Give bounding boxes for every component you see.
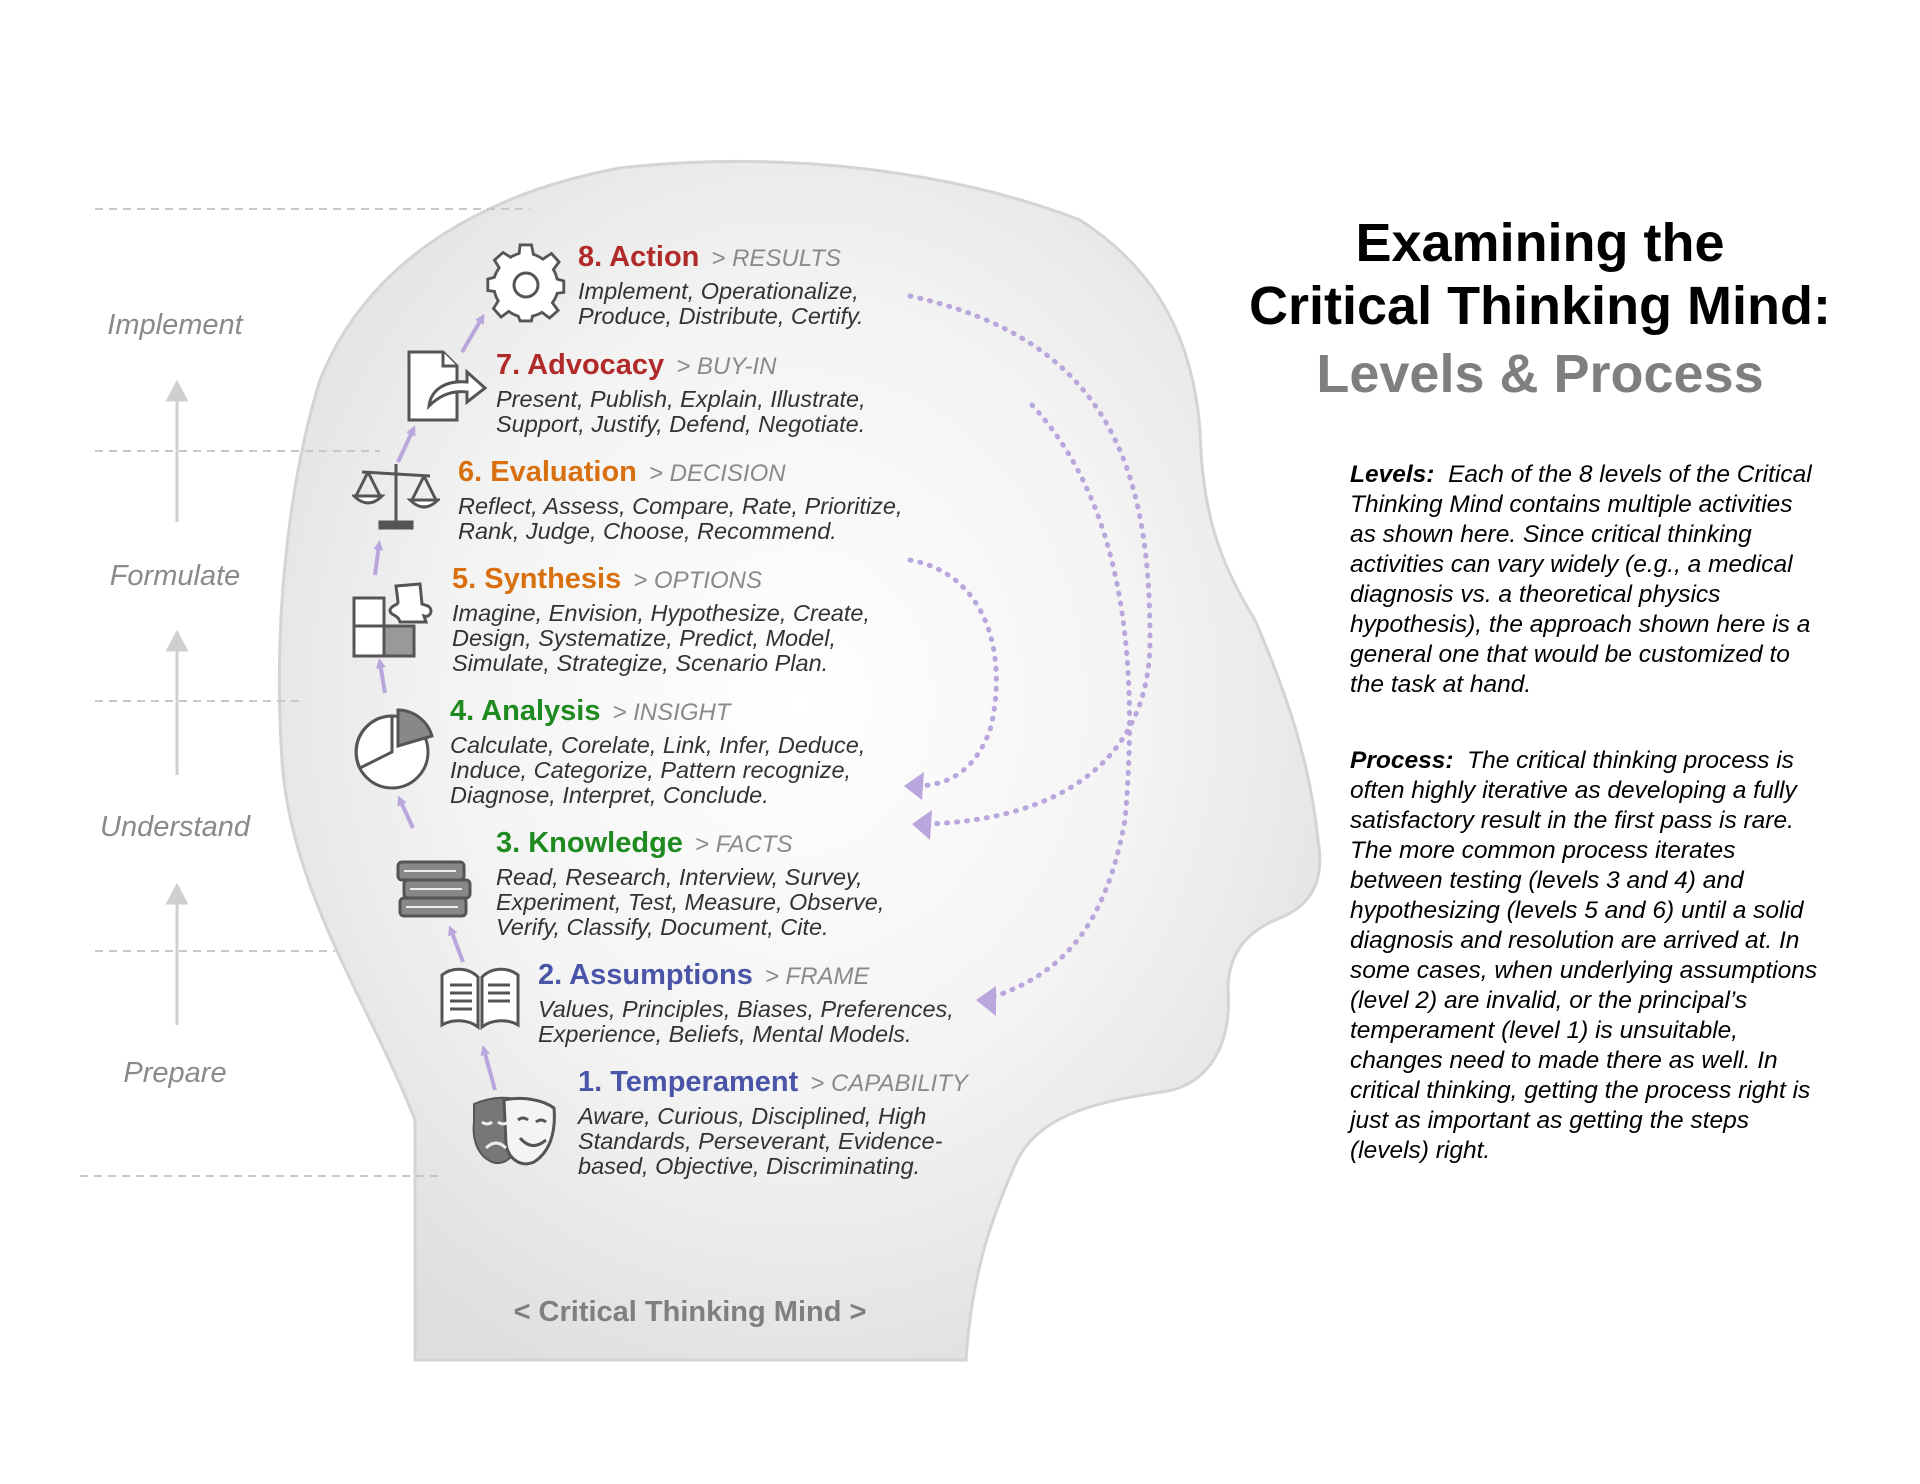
level-3-knowledge: 3. Knowledge > FACTS Read, Research, Inte… <box>496 826 884 940</box>
process-label: Process: <box>1350 747 1454 774</box>
level-2-assumptions: 2. Assumptions > FRAME Values, Principles… <box>538 958 954 1047</box>
book-stack-icon <box>396 860 472 918</box>
level-title: 7. Advocacy <box>496 349 665 381</box>
gear-icon <box>486 243 566 323</box>
head-silhouette <box>277 160 1322 1362</box>
level-4-analysis: 4. Analysis > INSIGHT Calculate, Corelate… <box>450 694 865 808</box>
levels-description: Levels: Each of the 8 levels of the Crit… <box>1350 460 1820 700</box>
phase-label-understand: Understand <box>100 811 250 843</box>
page-title: Examining the Critical Thinking Mind: <box>1200 212 1880 338</box>
level-activities: Calculate, Corelate, Link, Infer, Deduce… <box>450 732 866 808</box>
level-title: 1. Temperament <box>578 1066 799 1098</box>
balance-scale-icon <box>352 464 440 530</box>
level-activities: Imagine, Envision, Hypothesize, Create, … <box>452 600 870 676</box>
page-subtitle: Levels & Process <box>1316 344 1764 404</box>
phase-label-prepare: Prepare <box>123 1057 227 1089</box>
phase-dividers <box>80 208 530 1177</box>
level-tag: > BUY-IN <box>676 353 777 380</box>
title-line-1: Examining the <box>1355 213 1725 273</box>
level-activities: Values, Principles, Biases, Preferences,… <box>538 996 954 1047</box>
level-5-synthesis: 5. Synthesis > OPTIONS Imagine, Envision,… <box>452 562 870 676</box>
mind-caption: < Critical Thinking Mind > <box>513 1296 867 1328</box>
puzzle-icon <box>352 582 433 658</box>
levels-label: Levels: <box>1350 461 1435 488</box>
level-activities: Implement, Operationalize, Produce, Dist… <box>578 278 864 329</box>
open-book-icon <box>440 967 520 1031</box>
levels-text: Each of the 8 levels of the Critical Thi… <box>1350 461 1812 698</box>
level-tag: > FACTS <box>694 831 793 858</box>
progression-arrows <box>373 313 497 1091</box>
level-8-action: 8. Action > RESULTS Implement, Operationa… <box>578 240 864 329</box>
level-tag: > CAPABILITY <box>810 1070 968 1097</box>
level-title: 8. Action <box>578 241 700 273</box>
level-activities: Reflect, Assess, Compare, Rate, Prioriti… <box>458 493 903 544</box>
level-tag: > INSIGHT <box>612 699 731 726</box>
level-title: 6. Evaluation <box>458 456 637 488</box>
level-title: 2. Assumptions <box>538 959 753 991</box>
level-title: 3. Knowledge <box>496 827 683 859</box>
title-line-2: Critical Thinking Mind: <box>1249 276 1831 336</box>
level-activities: Present, Publish, Explain, Illustrate, S… <box>496 386 866 437</box>
phase-up-arrows <box>165 379 189 1025</box>
level-title: 4. Analysis <box>450 695 601 727</box>
iteration-loops <box>907 293 1153 1001</box>
level-tag: > RESULTS <box>711 245 841 272</box>
level-tag: > OPTIONS <box>633 567 762 594</box>
document-share-icon <box>407 350 488 422</box>
iteration-arrowheads <box>904 772 996 1016</box>
level-tag: > FRAME <box>764 963 870 990</box>
level-activities: Read, Research, Interview, Survey, Exper… <box>496 864 885 940</box>
pie-chart-icon <box>354 708 434 790</box>
level-tag: > DECISION <box>648 460 786 487</box>
process-description: Process: The critical thinking process i… <box>1350 746 1820 1166</box>
phase-label-formulate: Formulate <box>109 560 241 592</box>
level-title: 5. Synthesis <box>452 563 622 595</box>
process-text: The critical thinking process is often h… <box>1350 747 1818 1164</box>
level-7-advocacy: 7. Advocacy > BUY-IN Present, Publish, Ex… <box>496 348 866 437</box>
theater-masks-icon <box>472 1096 556 1166</box>
level-activities: Aware, Curious, Disciplined, High Standa… <box>578 1103 943 1179</box>
level-1-temperament: 1. Temperament > CAPABILITY Aware, Curiou… <box>578 1065 968 1179</box>
phase-label-implement: Implement <box>107 309 243 341</box>
level-6-evaluation: 6. Evaluation > DECISION Reflect, Assess,… <box>458 455 902 544</box>
